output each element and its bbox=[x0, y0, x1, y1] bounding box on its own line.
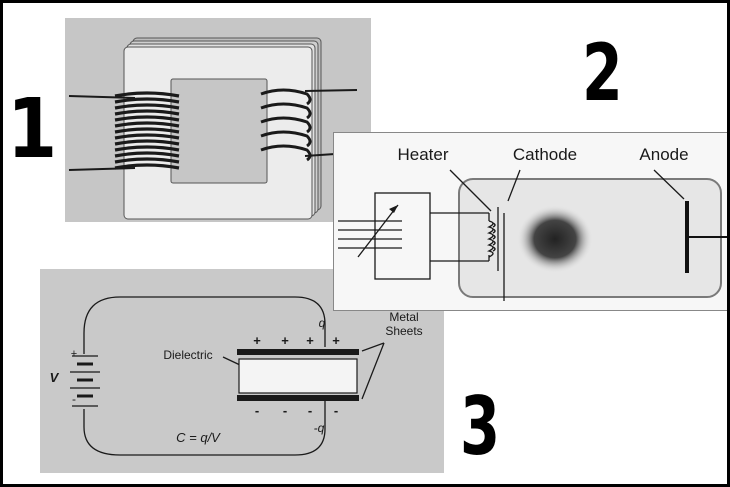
transformer-panel bbox=[65, 18, 371, 222]
heater-circuit bbox=[338, 169, 685, 301]
panel-number-1: 1 bbox=[7, 82, 58, 177]
svg-text:+: + bbox=[306, 333, 314, 348]
cathode-label: Cathode bbox=[513, 145, 577, 164]
electron-cloud bbox=[517, 205, 593, 273]
charge-plus-label: q bbox=[319, 316, 326, 330]
top-plate bbox=[237, 349, 359, 355]
panel-number-2: 2 bbox=[582, 29, 623, 119]
capacitance-formula: C = q/V bbox=[176, 430, 221, 445]
primary-coil bbox=[114, 91, 180, 170]
svg-text:+: + bbox=[332, 333, 340, 348]
anode-label: Anode bbox=[639, 145, 688, 164]
panel-number-3: 3 bbox=[460, 380, 501, 473]
vacuum-tube-diagram: Heater Cathode Anode bbox=[338, 145, 727, 301]
svg-text:-: - bbox=[308, 403, 312, 418]
svg-text:-: - bbox=[255, 403, 259, 418]
charge-minus-label: -q bbox=[314, 421, 325, 435]
svg-text:+: + bbox=[281, 333, 289, 348]
battery-minus-sign: - bbox=[72, 392, 76, 406]
heater-coil bbox=[486, 220, 496, 258]
bottom-plate bbox=[237, 395, 359, 401]
transformer-diagram bbox=[68, 37, 358, 220]
secondary-coil bbox=[260, 88, 312, 162]
heater-label: Heater bbox=[397, 145, 448, 164]
metal-sheets-label-2: Sheets bbox=[385, 324, 422, 338]
capacitor-diagram: + + + + - - - - q -q Metal Sheets Dielectric… bbox=[50, 296, 423, 456]
capacitor-panel: + + + + - - - - q -q Metal Sheets Dielectric… bbox=[40, 269, 444, 473]
dielectric-label: Dielectric bbox=[163, 348, 212, 362]
metal-sheets-label-1: Metal bbox=[389, 310, 418, 324]
svg-text:+: + bbox=[253, 333, 261, 348]
svg-text:-: - bbox=[283, 403, 287, 418]
battery-plus-sign: + bbox=[71, 348, 77, 360]
battery-symbol bbox=[70, 355, 100, 407]
voltage-label: V bbox=[50, 370, 60, 385]
svg-text:-: - bbox=[334, 403, 338, 418]
plate-charges: + + + + - - - - bbox=[253, 333, 340, 418]
dielectric-slab bbox=[238, 358, 358, 394]
vacuum-tube-panel: Heater Cathode Anode bbox=[333, 132, 727, 311]
